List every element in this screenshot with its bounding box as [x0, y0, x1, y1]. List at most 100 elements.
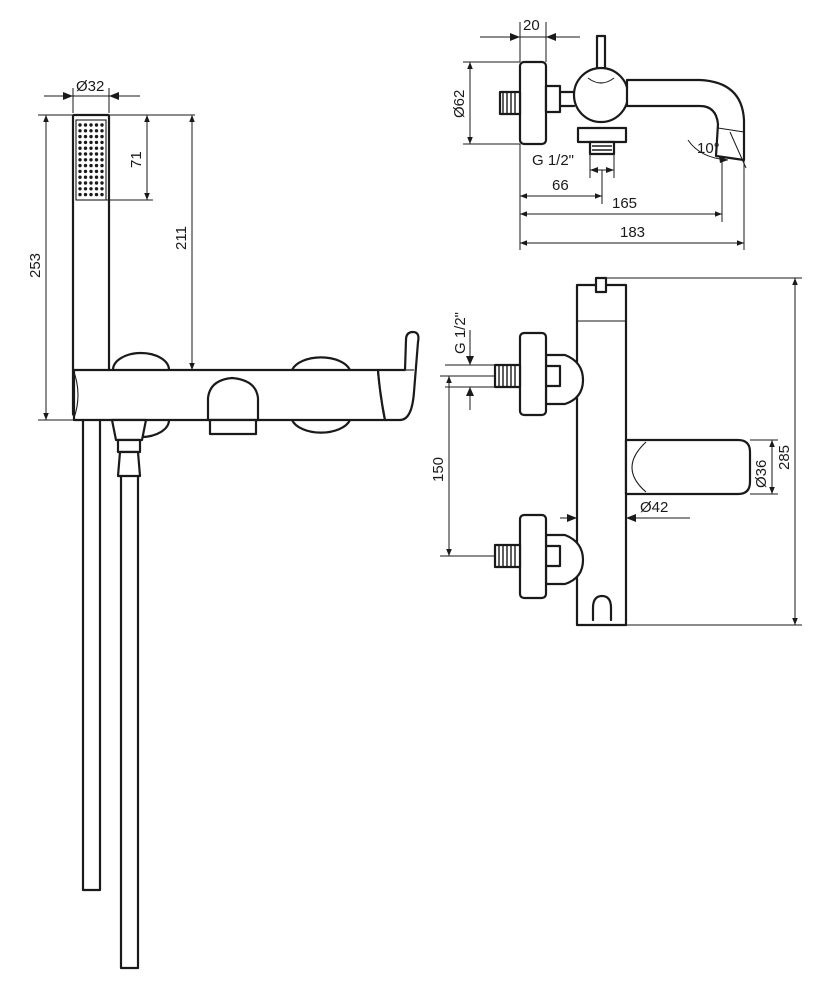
- upper-plate: [518, 331, 548, 417]
- spray-nozzle: [78, 123, 82, 127]
- dim-20: 20: [480, 17, 580, 62]
- spray-nozzle: [78, 140, 82, 145]
- spray-nozzle: [83, 129, 88, 133]
- spray-nozzle: [78, 192, 82, 197]
- spray-nozzle: [89, 140, 93, 145]
- side-view: 20 Ø62 G 1/2" 66 165: [451, 17, 747, 250]
- spray-nozzle: [100, 187, 104, 191]
- dim-inlet-thread: G 1/2": [445, 312, 495, 410]
- spray-nozzle: [83, 181, 88, 185]
- label-183: 183: [620, 224, 645, 241]
- spout-curve: [631, 441, 647, 493]
- spray-nozzle: [89, 129, 93, 133]
- label-angle: 10°: [697, 140, 720, 157]
- handshower-holder: [591, 594, 613, 622]
- spray-nozzle: [78, 129, 82, 133]
- spray-nozzle: [89, 163, 93, 168]
- spray-nozzle: [89, 123, 93, 127]
- left-escutcheon: [111, 351, 171, 372]
- spray-nozzle: [89, 146, 93, 150]
- spray-nozzle: [100, 152, 104, 156]
- spray-nozzle: [83, 134, 88, 139]
- spray-nozzle: [94, 192, 99, 197]
- label-211: 211: [173, 226, 190, 250]
- dim-285: 285: [606, 277, 802, 626]
- spray-nozzle: [89, 181, 93, 185]
- hose-nut: [116, 438, 142, 454]
- label-150: 150: [430, 457, 447, 482]
- outlet-nut: [576, 126, 628, 144]
- vertical-body: [575, 283, 628, 627]
- dim-165: 165: [520, 156, 723, 222]
- dim-66: 66: [519, 144, 603, 250]
- dim-42: Ø42: [560, 499, 690, 522]
- dim-62: Ø62: [451, 61, 520, 145]
- label-71: 71: [128, 151, 145, 168]
- label-285: 285: [776, 445, 793, 470]
- outlet-thread: [592, 145, 612, 151]
- spray-nozzle: [100, 129, 104, 133]
- label-g12-side: G 1/2": [532, 152, 574, 169]
- spout-front: [206, 376, 260, 422]
- lower-nut: [544, 544, 562, 568]
- label-165: 165: [612, 195, 637, 212]
- spray-nozzle: [100, 163, 104, 168]
- label-253: 253: [27, 253, 44, 278]
- spray-nozzle: [83, 123, 88, 127]
- spray-nozzle: [100, 123, 104, 127]
- spray-nozzle: [83, 192, 88, 197]
- label-36: Ø36: [753, 460, 770, 488]
- spray-nozzle: [89, 192, 93, 197]
- spray-nozzle: [78, 152, 82, 156]
- top-knob: [594, 276, 608, 294]
- upper-thread: [498, 365, 516, 387]
- front-view-vertical: G 1/2" 150 Ø42 Ø36 28: [430, 276, 802, 627]
- label-66: 66: [552, 177, 569, 194]
- spray-nozzle: [83, 158, 88, 162]
- hose-handshower: [81, 418, 102, 892]
- spray-nozzle: [83, 146, 88, 150]
- spray-nozzle: [100, 146, 104, 150]
- body-disc-inner: [587, 77, 615, 84]
- label-32: Ø32: [76, 78, 104, 95]
- spray-nozzle: [94, 123, 99, 127]
- spray-nozzle: [83, 140, 88, 145]
- spray-nozzle: [78, 134, 82, 139]
- hose-cone: [116, 450, 142, 478]
- dim-head-length: 71: [106, 114, 195, 201]
- spout-outlet: [208, 418, 258, 436]
- spray-nozzle: [89, 169, 93, 174]
- dim-handshower-diameter: Ø32: [44, 78, 140, 113]
- spray-nozzle: [83, 152, 88, 156]
- spray-nozzle: [94, 158, 99, 162]
- outlet-thread-box: [588, 140, 616, 156]
- spray-nozzle: [100, 134, 104, 139]
- spray-nozzle: [78, 169, 82, 174]
- spray-nozzle: [94, 175, 99, 179]
- dim-total-height-left: 253: [27, 114, 74, 421]
- right-escutcheon-bottom: [290, 418, 352, 434]
- body-disc: [572, 66, 630, 124]
- dim-height-211: 211: [173, 115, 195, 370]
- spray-nozzle: [94, 140, 99, 145]
- spout-side: [625, 78, 746, 162]
- spray-nozzle: [89, 134, 93, 139]
- spray-nozzle: [78, 187, 82, 191]
- spray-nozzle: [94, 181, 99, 185]
- inlet-thread: [502, 92, 516, 114]
- spray-nozzle: [100, 169, 104, 174]
- spray-nozzle: [94, 146, 99, 150]
- spray-nozzle: [94, 134, 99, 139]
- spray-nozzles: [78, 123, 104, 197]
- spray-nozzle: [89, 175, 93, 179]
- spray-nozzle: [94, 169, 99, 174]
- spray-nozzle: [100, 192, 104, 197]
- spray-nozzle: [94, 129, 99, 133]
- spray-nozzle: [78, 175, 82, 179]
- spray-nozzle: [83, 187, 88, 191]
- spray-nozzle: [78, 146, 82, 150]
- hose-connector: [110, 418, 148, 442]
- spray-nozzle: [83, 175, 88, 179]
- right-escutcheon: [290, 356, 352, 372]
- dim-150: 150: [430, 375, 495, 557]
